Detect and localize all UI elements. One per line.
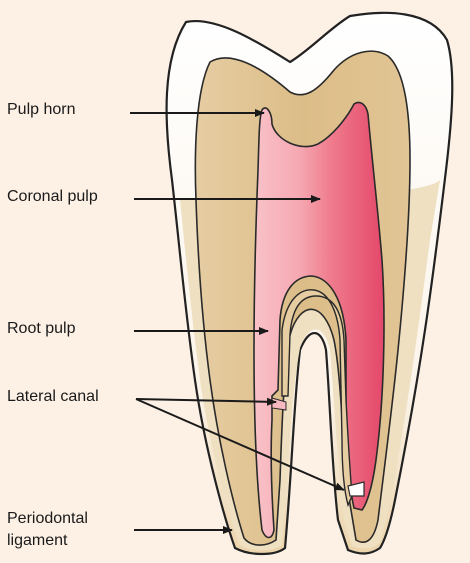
arrow-lateral-canal-2 [135,398,345,491]
label-periodontal-ligament: Periodontal ligament [7,508,88,552]
arrow-lateral-canal-1 [135,397,277,406]
label-periodontal-line2: ligament [7,532,68,549]
label-periodontal-line1: Periodontal [7,510,88,527]
label-lateral-canal: Lateral canal [7,388,99,405]
label-pulp-horn: Pulp horn [7,101,76,118]
label-root-pulp: Root pulp [7,320,76,337]
label-coronal-pulp: Coronal pulp [7,188,98,205]
lateral-canal-right [347,481,365,497]
